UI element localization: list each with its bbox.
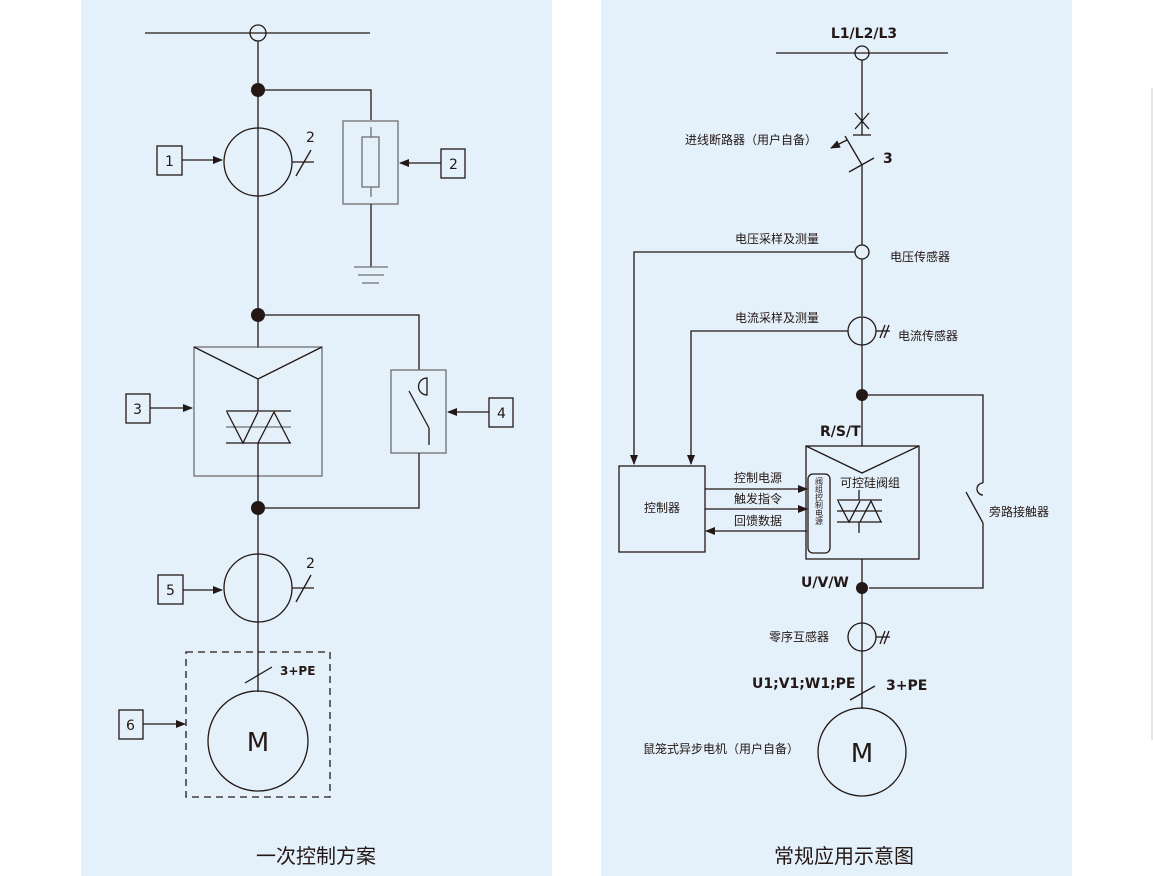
right-caption: 常规应用示意图 bbox=[774, 844, 914, 868]
bypass-feed bbox=[868, 394, 984, 483]
valve-control-board-label: 阀组控制电源 bbox=[815, 477, 824, 526]
right-application-scheme: L1/L2/L3 进线断路器（用户自备） 3 电压传感器 电压采样及测量 电流传… bbox=[618, 26, 1049, 868]
left-primary-scheme: 2 1 2 3 bbox=[118, 24, 514, 868]
motor-symbol: M bbox=[247, 728, 269, 758]
signal-label: 触发指令 bbox=[734, 491, 782, 506]
wire-count-mark bbox=[883, 324, 890, 339]
zero-sequence-ct-label: 零序互感器 bbox=[769, 629, 829, 644]
thyristor-group-input bbox=[805, 445, 920, 474]
junction-node bbox=[251, 83, 265, 97]
wire-count-label: 2 bbox=[306, 556, 315, 572]
junction-node bbox=[856, 389, 868, 401]
thyristor-pair-icon bbox=[837, 490, 882, 533]
motor-icon bbox=[207, 690, 309, 792]
motor-icon bbox=[817, 707, 907, 797]
voltage-sampling-line bbox=[630, 251, 855, 465]
controller-label: 控制器 bbox=[644, 501, 680, 515]
callout-number: 5 bbox=[166, 583, 175, 599]
motor-label: 鼠笼式异步电机（用户自备） bbox=[643, 741, 799, 756]
ground-icon bbox=[354, 266, 388, 284]
circuit-breaker-icon bbox=[844, 112, 875, 173]
thyristor-group-label: 可控硅阀组 bbox=[840, 476, 900, 490]
bypass-feed bbox=[265, 314, 420, 370]
bypass-contactor-housing bbox=[390, 369, 447, 454]
surge-arrester-element bbox=[361, 136, 380, 188]
wire-count-label: 2 bbox=[306, 130, 315, 146]
voltage-sensor-label: 电压传感器 bbox=[890, 249, 950, 264]
wire-count-mark bbox=[295, 149, 312, 177]
bypass-return bbox=[869, 523, 984, 589]
page-edge-divider bbox=[1151, 88, 1153, 740]
current-sensor-label: 电流传感器 bbox=[898, 328, 958, 343]
breaker-label: 进线断路器（用户自备） bbox=[685, 132, 817, 147]
junction-node bbox=[251, 501, 265, 515]
motor-conductors-label: 3+PE bbox=[886, 678, 927, 694]
wire-count-mark bbox=[849, 685, 876, 701]
bypass-switch-icon bbox=[965, 491, 984, 524]
contactor-coil-arc bbox=[976, 482, 984, 496]
contactor-switch-icon bbox=[408, 377, 430, 445]
callout-number: 6 bbox=[126, 718, 135, 734]
voltage-sensor-icon bbox=[854, 244, 870, 260]
current-sampling-label: 电流采样及测量 bbox=[735, 310, 819, 325]
callout-number: 4 bbox=[497, 406, 506, 422]
motor-terminals-label: U1;V1;W1;PE bbox=[752, 676, 856, 692]
motor-conductors-label: 3+PE bbox=[280, 664, 315, 678]
thyristor-module-input bbox=[193, 346, 323, 380]
breaker-poles: 3 bbox=[883, 151, 893, 167]
junction-node bbox=[856, 582, 868, 594]
callout-number: 1 bbox=[165, 154, 174, 170]
left-caption: 一次控制方案 bbox=[256, 844, 376, 868]
wire-count-mark bbox=[879, 324, 886, 339]
output-terminals-label: U/V/W bbox=[801, 575, 849, 591]
valve-control-board bbox=[807, 473, 831, 554]
input-terminals-label: R/S/T bbox=[820, 424, 861, 440]
callout-number: 2 bbox=[449, 157, 458, 173]
breaker-pointer bbox=[830, 139, 848, 149]
bypass-contactor-label: 旁路接触器 bbox=[989, 504, 1049, 519]
current-sampling-line bbox=[687, 330, 848, 465]
signal-label: 控制电源 bbox=[734, 471, 782, 485]
wire-count-mark bbox=[295, 574, 312, 603]
signal-label: 回馈数据 bbox=[734, 513, 782, 528]
callout-number: 3 bbox=[133, 402, 142, 418]
wire-count-mark bbox=[883, 630, 890, 645]
thyristor-pair-icon bbox=[226, 410, 291, 445]
arrester-feed bbox=[265, 89, 372, 120]
junction-node bbox=[251, 308, 265, 322]
bypass-return bbox=[265, 453, 420, 509]
motor-symbol: M bbox=[851, 739, 873, 769]
wire-count-mark bbox=[879, 630, 886, 645]
supply-label: L1/L2/L3 bbox=[831, 26, 897, 42]
voltage-sampling-label: 电压采样及测量 bbox=[735, 231, 819, 246]
wire-count-mark bbox=[244, 666, 273, 684]
